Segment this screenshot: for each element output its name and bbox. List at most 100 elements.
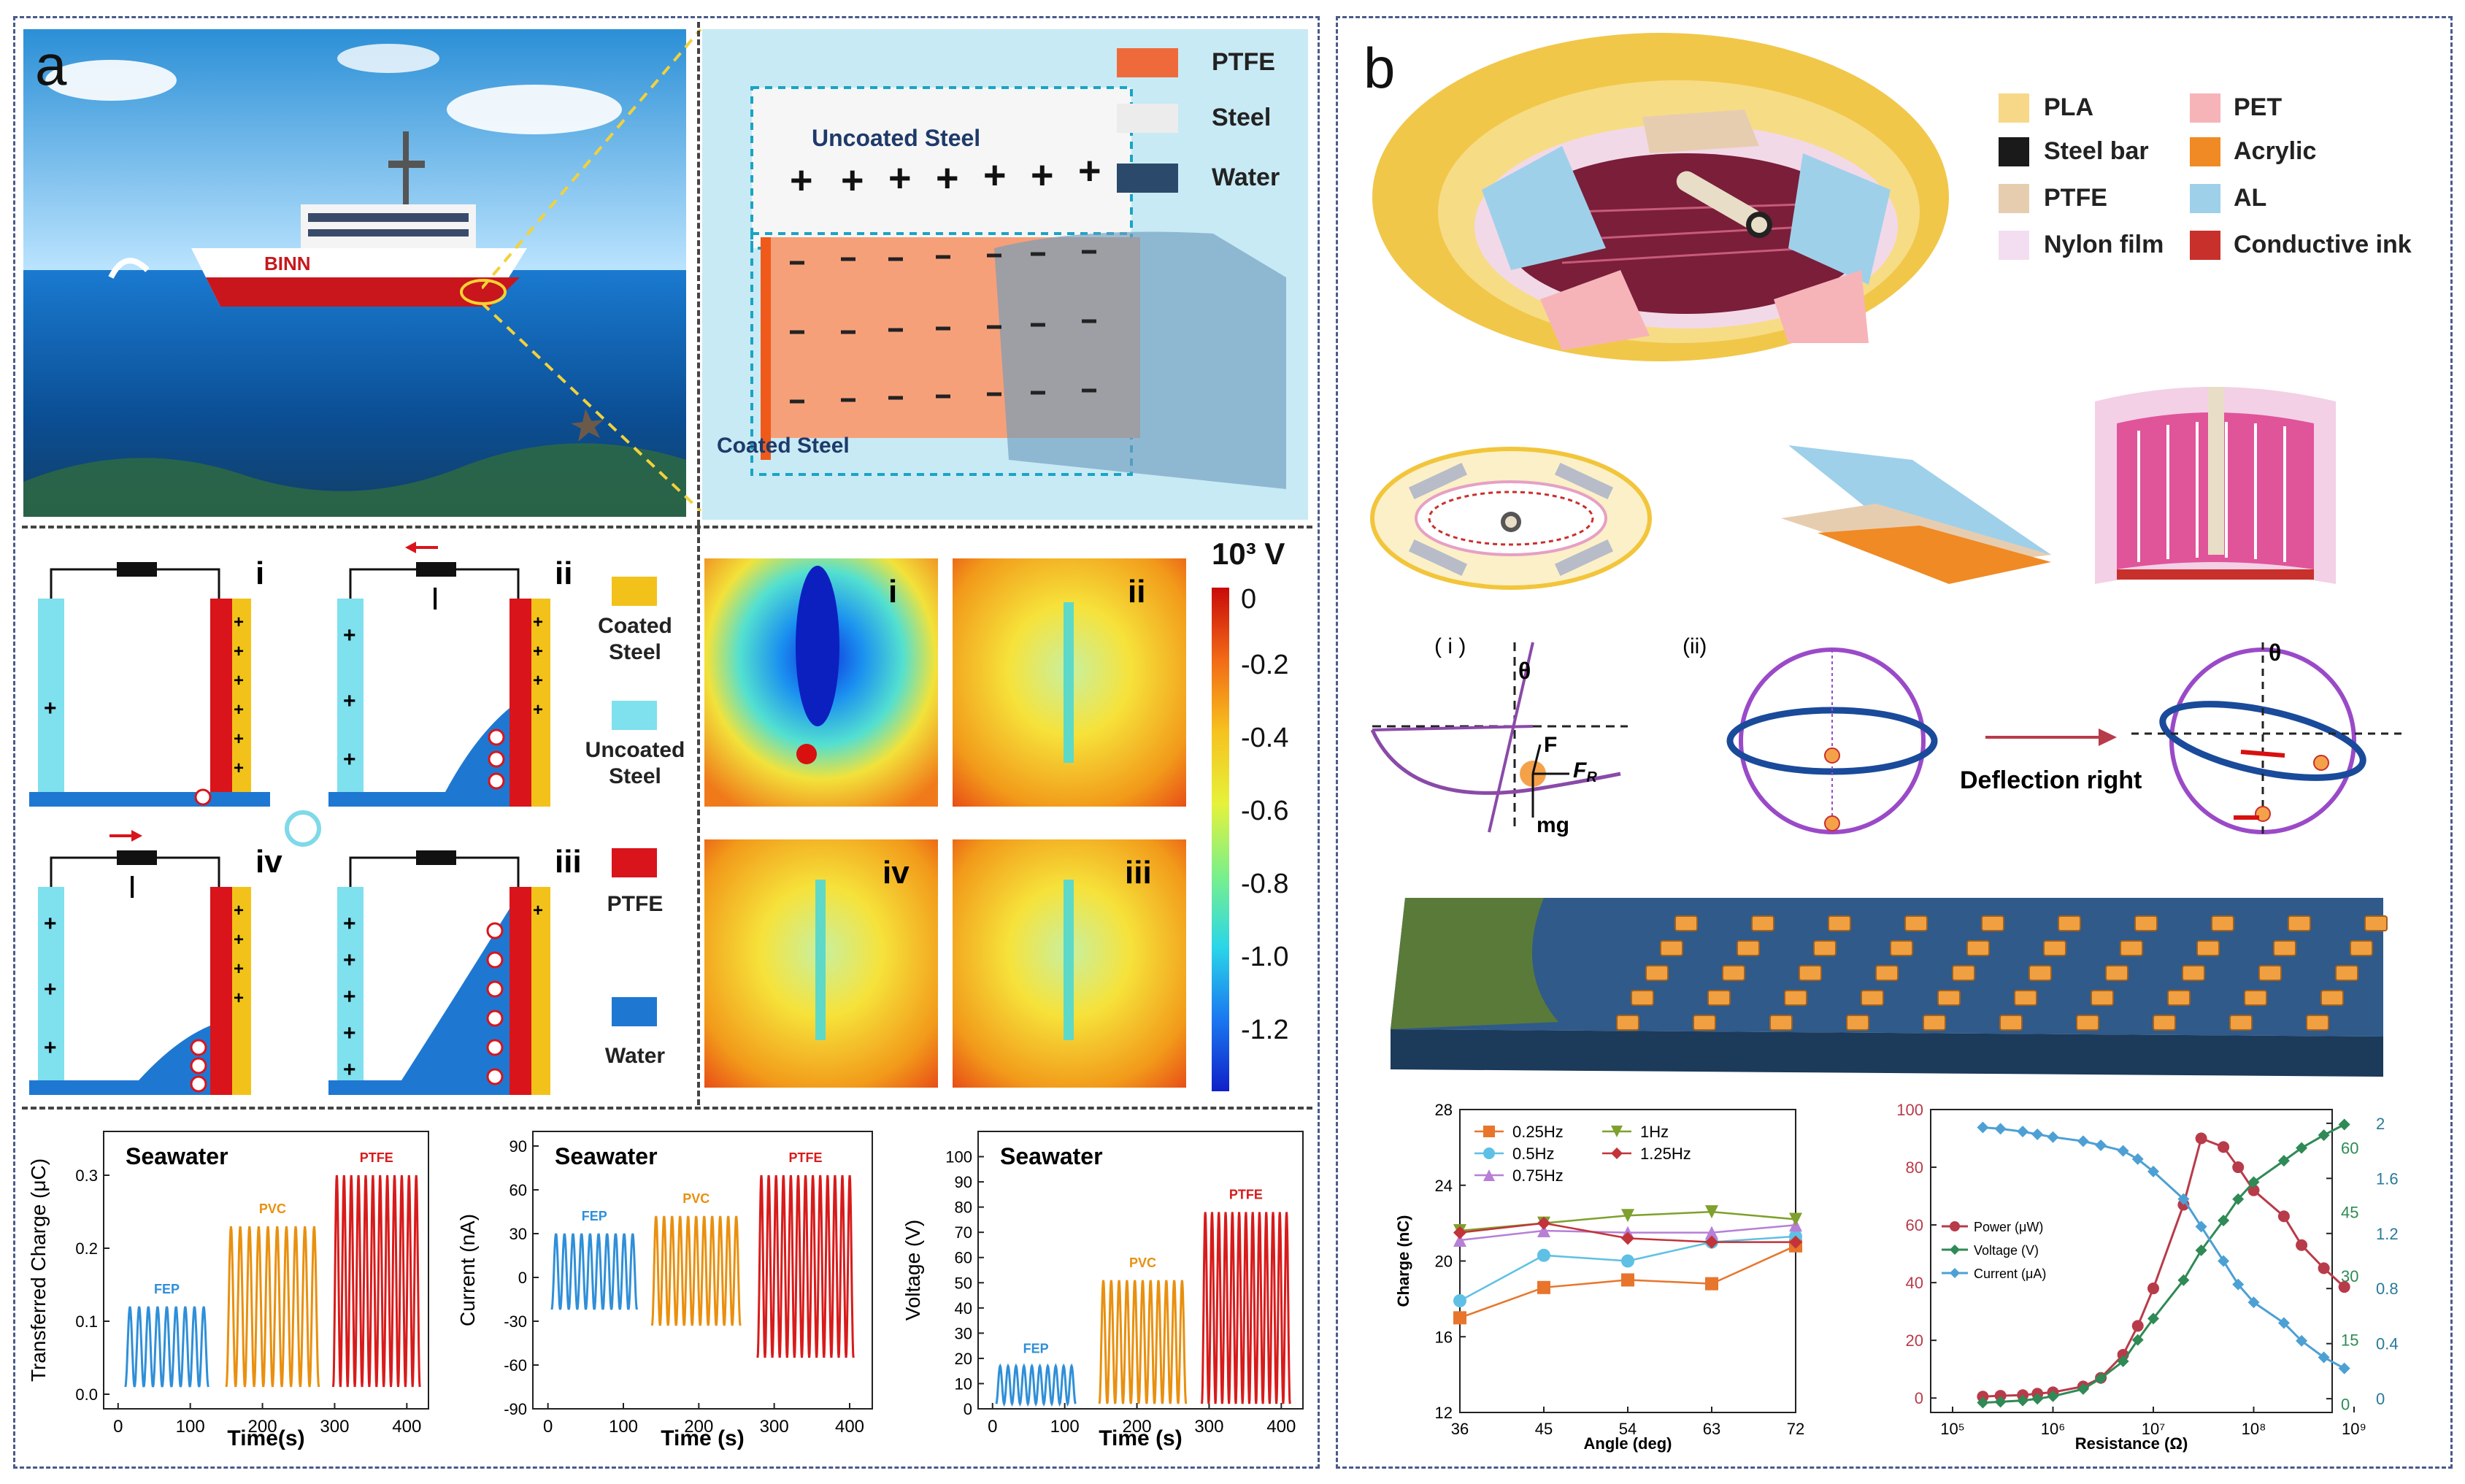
generator-unit xyxy=(1828,915,1851,931)
data-point xyxy=(2117,1145,2129,1157)
svg-text:+: + xyxy=(234,729,244,749)
generation-cycle-diagram: + ++++++ i I +++ ++++ ii xyxy=(29,542,582,1095)
x-tick-label: 200 xyxy=(684,1417,713,1437)
svg-text:+: + xyxy=(533,612,543,632)
svg-text:+: + xyxy=(533,901,543,920)
data-point xyxy=(1977,1121,1989,1134)
y-tick-label: 60 xyxy=(955,1249,972,1267)
legend-label-al: AL xyxy=(2234,184,2267,212)
x-tick-label: 200 xyxy=(1123,1417,1152,1437)
x-tick-label: 10⁵ xyxy=(1940,1420,1965,1438)
generator-unit xyxy=(1875,965,1899,981)
data-point xyxy=(2077,1135,2089,1147)
series-label-ptfe: PTFE xyxy=(789,1150,823,1165)
data-point xyxy=(2232,1193,2245,1205)
generator-unit xyxy=(1981,915,2004,931)
data-point xyxy=(1537,1280,1550,1294)
legend-label-steel-bar: Steel bar xyxy=(2044,137,2149,165)
svg-text:+: + xyxy=(533,642,543,661)
generator-unit xyxy=(2350,940,2373,956)
stage-label-iv: iv xyxy=(255,844,282,880)
x-tick-label: 0 xyxy=(113,1417,123,1437)
data-point xyxy=(2095,1139,2107,1152)
generator-unit xyxy=(2320,990,2344,1006)
svg-text:+: + xyxy=(1078,149,1101,193)
map-label-iii: iii xyxy=(1125,855,1152,891)
data-point xyxy=(1994,1396,2007,1408)
legend-marker xyxy=(1483,1147,1495,1159)
generator-unit xyxy=(1693,1015,1716,1031)
force-mg-label: mg xyxy=(1537,813,1569,837)
data-point xyxy=(2195,1220,2207,1233)
x-tick-label: 63 xyxy=(1703,1420,1720,1438)
data-point xyxy=(2131,1320,2144,1332)
y3-tick-label: 0 xyxy=(2341,1395,2350,1413)
x-tick-label: 100 xyxy=(609,1417,638,1437)
x-tick-label: 54 xyxy=(1619,1420,1637,1438)
y-tick-label: 20 xyxy=(955,1350,972,1368)
svg-text:+: + xyxy=(936,156,959,200)
generator-unit xyxy=(1784,990,1807,1006)
x-tick-label: 0 xyxy=(543,1417,553,1437)
data-point xyxy=(2095,1372,2107,1385)
data-point xyxy=(1705,1205,1718,1219)
data-point xyxy=(2117,1355,2129,1367)
legend-marker xyxy=(1611,1126,1623,1137)
series-line-ptfe xyxy=(756,1174,855,1358)
data-point xyxy=(2247,1184,2260,1196)
svg-text:+: + xyxy=(1031,153,1054,197)
svg-text:+: + xyxy=(888,156,912,200)
data-point xyxy=(2338,1281,2350,1293)
legend-label-ptfe-b: PTFE xyxy=(2044,184,2107,212)
legend-label-steel: Steel xyxy=(1212,104,1272,131)
y-tick-label: 40 xyxy=(955,1299,972,1318)
svg-text:+: + xyxy=(234,612,244,632)
legend-label-nylon: Nylon film xyxy=(2044,231,2164,258)
generator-unit xyxy=(1674,915,1698,931)
colorbar-tick-1: -0.2 xyxy=(1241,650,1289,680)
x-tick-label: 0 xyxy=(988,1417,997,1437)
y-tick-label: 0.0 xyxy=(75,1385,98,1404)
legend-swatch-acrylic xyxy=(2190,137,2220,166)
generator-unit xyxy=(2306,1015,2329,1031)
data-point xyxy=(2232,1161,2245,1174)
generator-unit xyxy=(2014,990,2037,1006)
divider xyxy=(22,526,1312,528)
generator-unit xyxy=(2364,915,2388,931)
legend-label-ptfe-2: PTFE xyxy=(607,892,664,916)
annotation-seawater: Seawater xyxy=(1000,1143,1103,1169)
series-line-fep xyxy=(550,1233,639,1310)
svg-text:+: + xyxy=(343,623,356,647)
generator-unit xyxy=(2211,915,2234,931)
y2-tick-label: 0.8 xyxy=(2376,1280,2399,1298)
svg-text:+: + xyxy=(343,747,356,772)
pendulum-label-i: ( i ) xyxy=(1434,634,1466,658)
data-point xyxy=(2131,1334,2144,1346)
generator-unit xyxy=(1904,915,1928,931)
pendulum-label-ii: (ii) xyxy=(1683,634,1707,658)
colorbar-tick-0: 0 xyxy=(1241,584,1257,615)
y2-tick-label: 0 xyxy=(2376,1390,2385,1408)
potential-maps: i ii iv iii xyxy=(704,558,1186,1088)
x-tick-label: 100 xyxy=(1050,1417,1080,1437)
generator-unit xyxy=(2028,965,2052,981)
y-tick-label: 0.1 xyxy=(75,1312,98,1331)
data-point xyxy=(1621,1254,1634,1268)
deflection-label: Deflection right xyxy=(1960,766,2142,794)
plot-frame xyxy=(103,1131,429,1410)
svg-text:+: + xyxy=(234,901,244,920)
data-point xyxy=(2277,1317,2290,1329)
svg-text:+: + xyxy=(533,700,543,720)
y-tick-label: 40 xyxy=(1906,1274,1923,1292)
data-point xyxy=(2218,1141,2230,1153)
data-point xyxy=(2147,1283,2159,1295)
data-point xyxy=(2232,1278,2245,1291)
zoom-connector-lines xyxy=(482,29,702,511)
generator-unit xyxy=(2134,915,2158,931)
x-tick-label: 10⁸ xyxy=(2242,1420,2266,1438)
y-tick-label: 0 xyxy=(964,1400,972,1418)
generator-unit xyxy=(1660,940,1683,956)
generator-unit xyxy=(2058,915,2081,931)
